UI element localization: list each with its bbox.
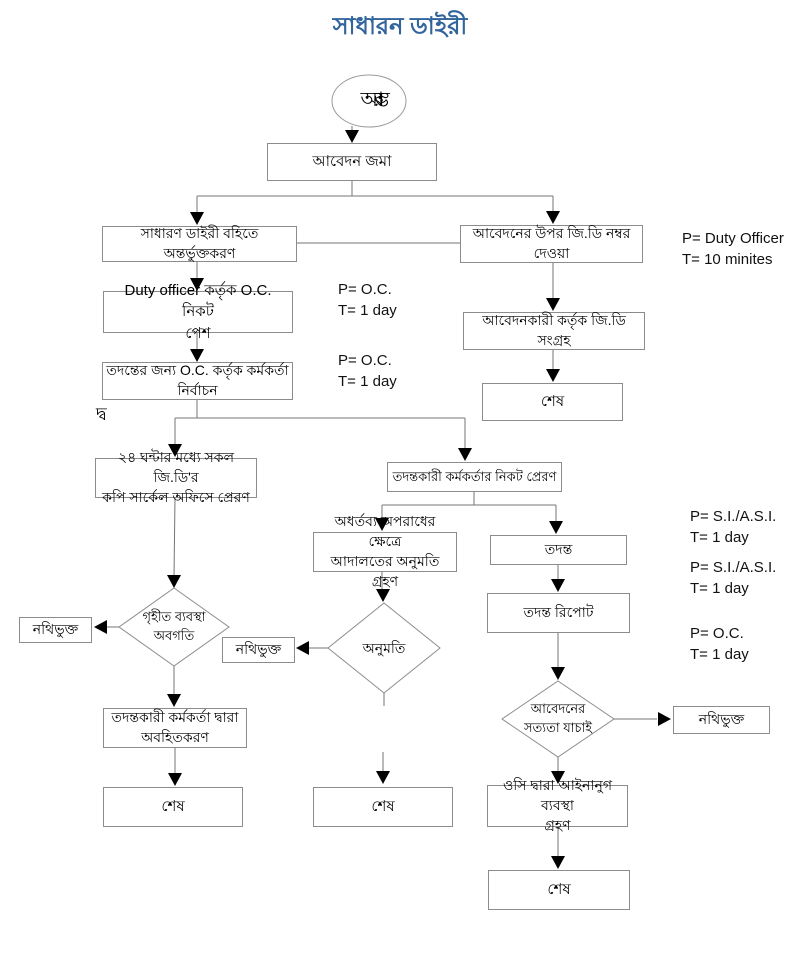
node-end-left: শেষ [103, 787, 243, 827]
annotation-oc-1: P= O.C. T= 1 day [338, 281, 397, 319]
arrowheads [94, 130, 671, 869]
node-inform-by-investigator: তদন্তকারী কর্মকর্তা দ্বারা অবহিতকরণ [103, 708, 247, 748]
decision-permission: অনুমতি [362, 639, 406, 656]
node-copy-circle-office: ২৪ ঘন্টার মধ্যে সকল জি.ডি'র কপি সার্কেল … [95, 449, 257, 505]
node-legal-action-by-oc: ওসি দ্বারা আইনানুগ ব্যবস্থা গ্রহণ [487, 777, 628, 833]
node-forward-to-investigator: তদন্তকারী কর্মকর্তার নিকট প্রেরণ [387, 462, 562, 492]
node-filed-left: নথিভুক্ত [19, 617, 92, 643]
node-gd-register-entry: সাধারণ ডাইরী বহিতে অন্তর্ভুক্তকরণ [102, 225, 297, 262]
decision-status-update: গৃহীত ব্যবস্থা অবগতি [142, 609, 206, 643]
annotation-oc-3: P= O.C. T= 1 day [690, 625, 749, 663]
connector-lines [106, 126, 657, 857]
annotation-si-asi-1: P= S.I./A.S.I. T= 1 day [690, 508, 777, 546]
node-filed-middle: নথিভুক্ত [222, 637, 295, 663]
annotation-duty-officer: P= Duty Officer T= 10 minites [682, 230, 784, 268]
node-end-collect: শেষ [482, 383, 623, 421]
diamond-shapes [118, 587, 615, 758]
node-end-middle: শেষ [313, 787, 453, 827]
page-title: সাধারন ডাইরী [332, 13, 468, 40]
decision-verify-truth: আবেদনের সত্যতা যাচাই [523, 701, 593, 735]
node-investigation: তদন্ত [490, 535, 627, 565]
annotation-si-asi-2: P= S.I./A.S.I. T= 1 day [690, 559, 777, 597]
annotation-oc-2: P= O.C. T= 1 day [338, 352, 397, 390]
node-gd-number-assign: আবেদনের উপর জি.ডি নম্বর দেওয়া [460, 225, 643, 263]
node-investigation-report: তদন্ত রিপোট [487, 593, 630, 633]
node-court-permission: অধর্তব্য অপরাধের ক্ষেত্রে আদালতের অনুমতি… [313, 513, 457, 589]
start-terminator-shape [331, 74, 407, 128]
node-duty-officer-present: Duty officer কর্তৃক O.C. নিকট পেশ [103, 282, 293, 342]
stray-text: দ্ব [96, 404, 107, 424]
shape-outlines [331, 74, 407, 128]
node-applicant-collect-gd: আবেদনকারী কর্তৃক জি.ডি সংগ্রহ [463, 312, 645, 350]
node-end-right: শেষ [488, 870, 630, 910]
start-terminator-label: আরম্ভ [360, 88, 390, 111]
node-application-submit: আবেদন জমা [267, 143, 437, 181]
node-filed-right: নথিভুক্ত [673, 706, 770, 734]
node-officer-selection: তদন্তের জন্য O.C. কর্তৃক কর্মকর্তা নির্ব… [102, 362, 293, 400]
